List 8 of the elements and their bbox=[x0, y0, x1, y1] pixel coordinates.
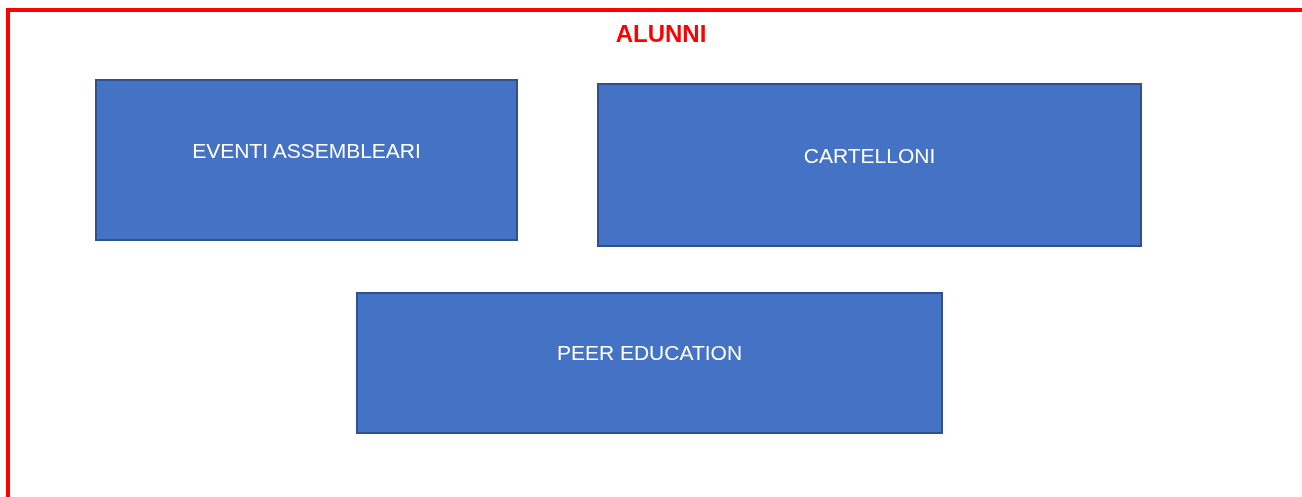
box-label: EVENTI ASSEMBLEARI bbox=[192, 139, 421, 163]
box-label: CARTELLONI bbox=[803, 144, 936, 168]
process-box bbox=[356, 292, 943, 434]
group-title: ALUNNI bbox=[615, 20, 707, 48]
group-frame bbox=[6, 8, 1302, 497]
process-box bbox=[95, 79, 518, 241]
box-label: PEER EDUCATION bbox=[556, 341, 743, 365]
process-box bbox=[597, 83, 1142, 247]
